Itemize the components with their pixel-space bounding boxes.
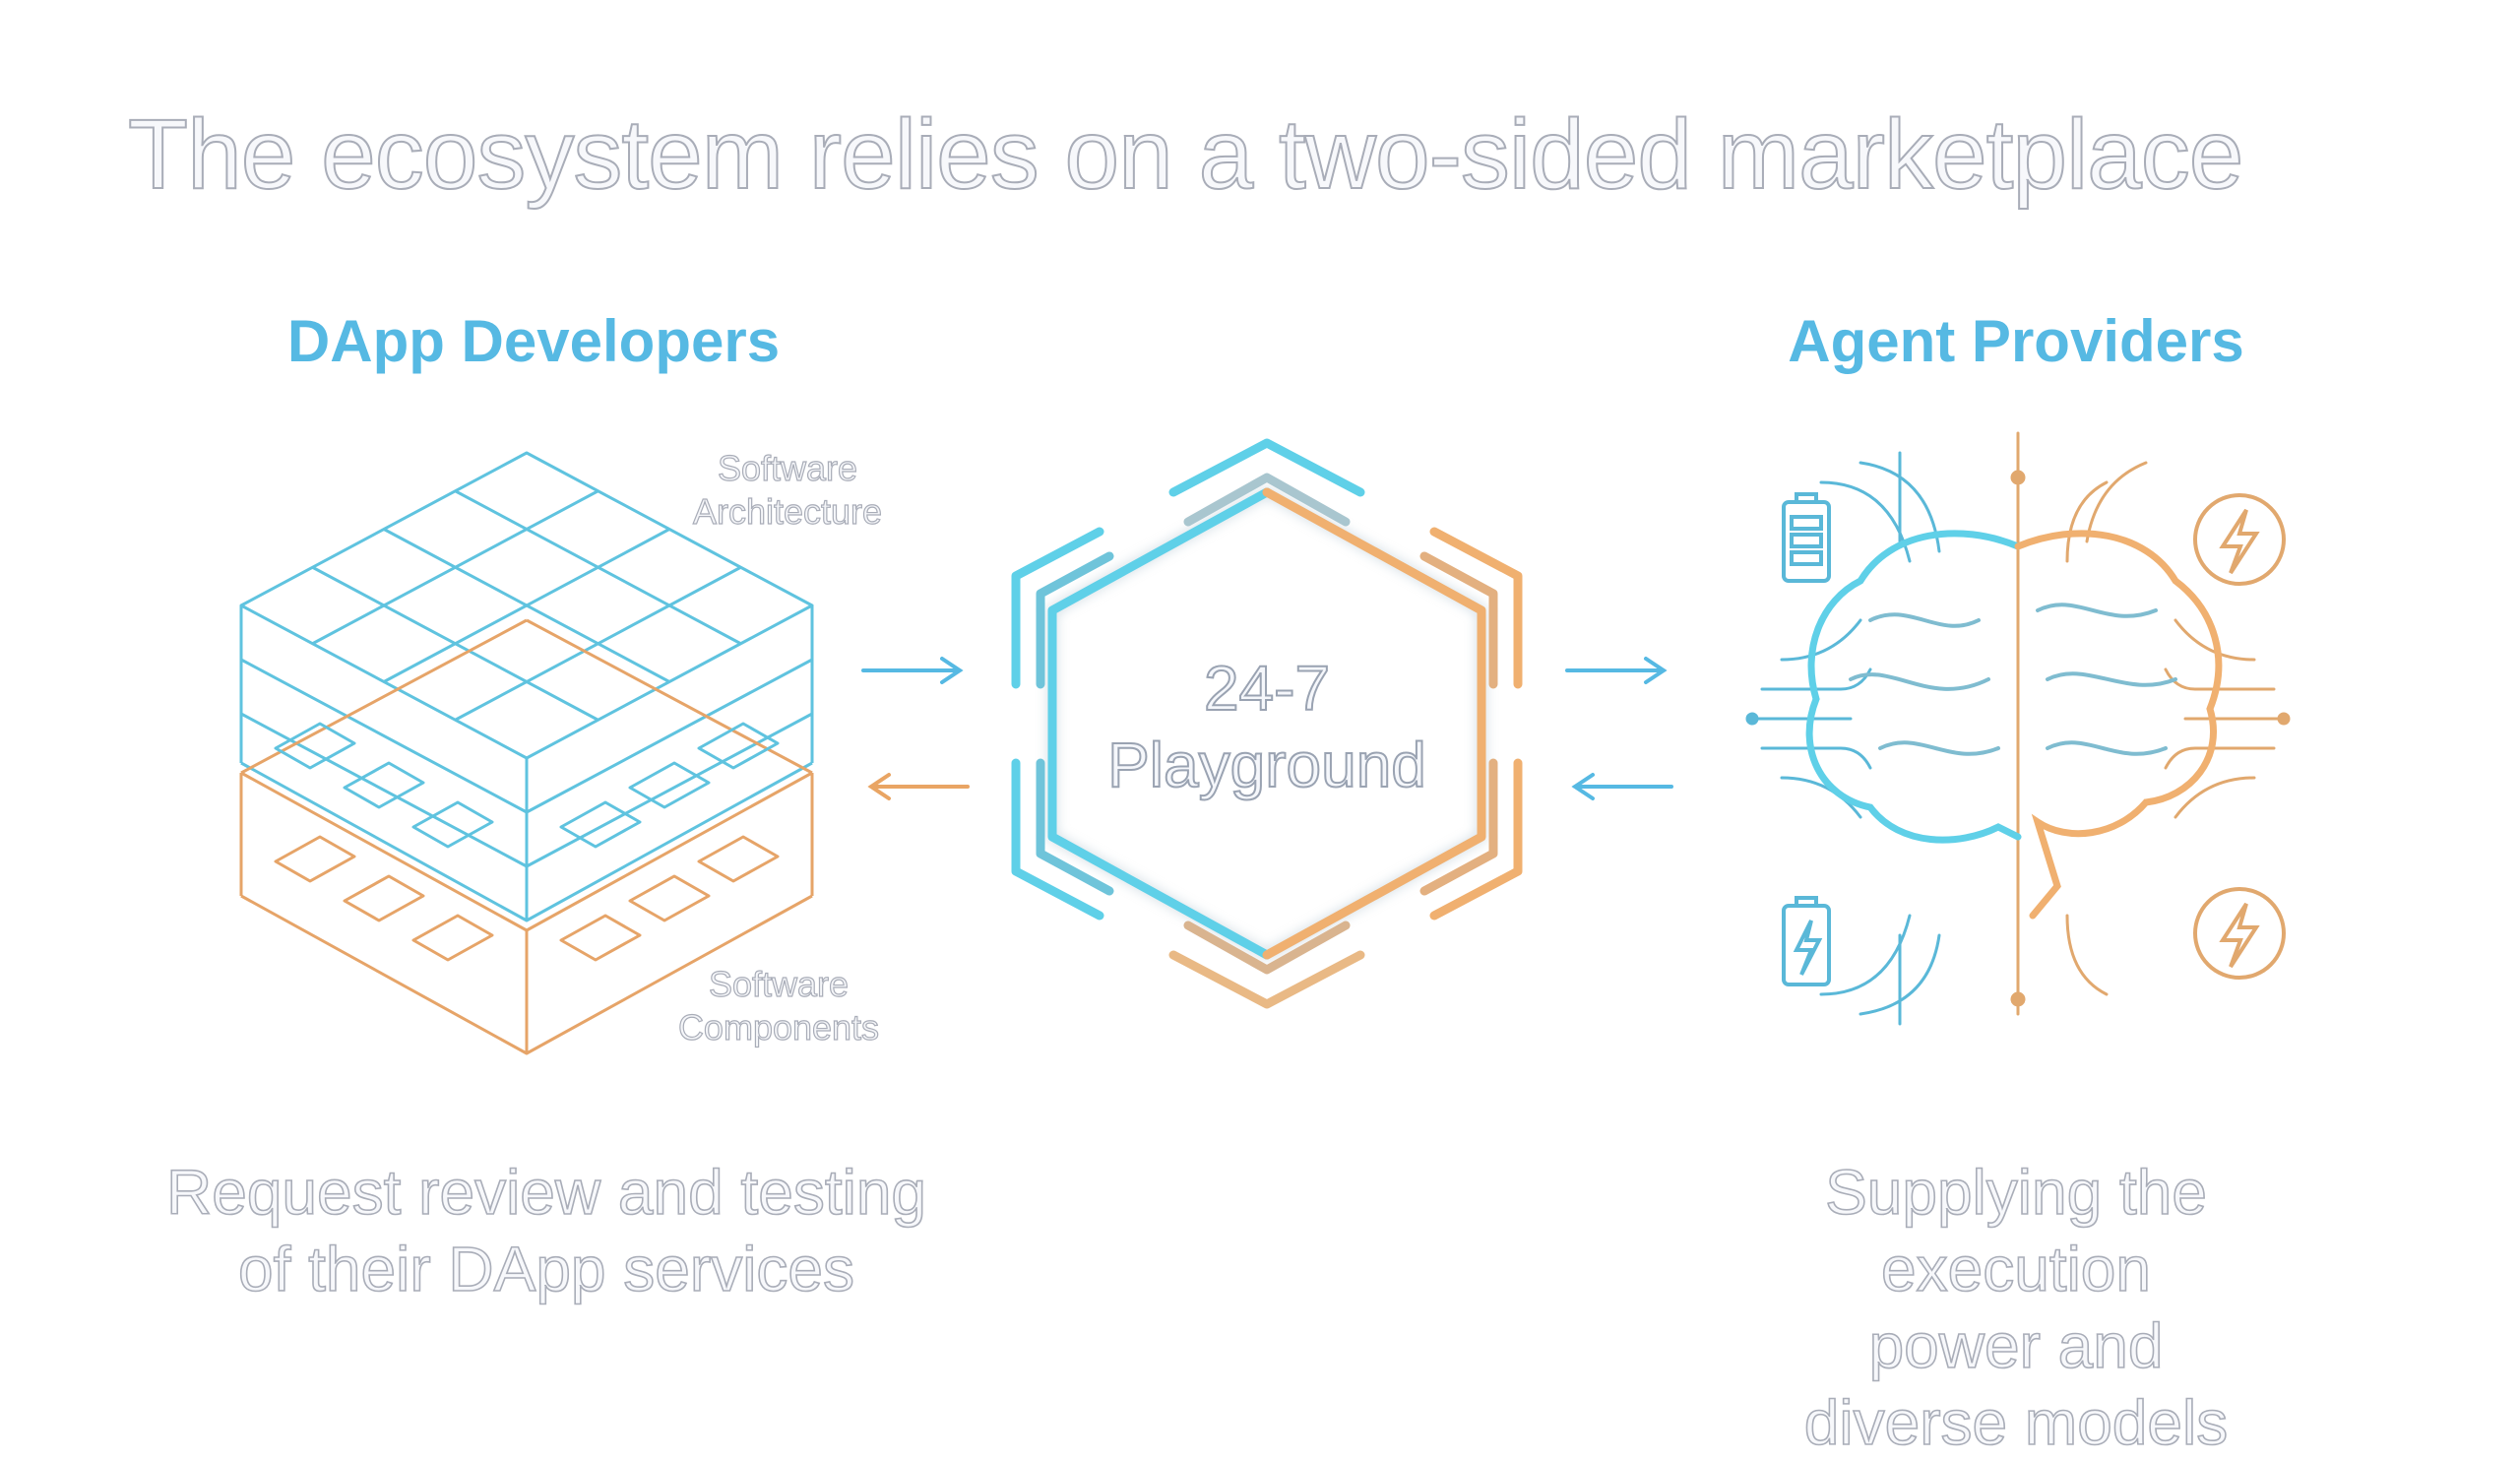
charging-battery-icon xyxy=(1782,896,1831,986)
label-line: Components xyxy=(677,1006,880,1048)
label-line: Architecture xyxy=(692,490,883,532)
arrow-left-icon xyxy=(1571,773,1673,800)
caption-line: Supplying the execution xyxy=(1824,1156,2207,1305)
dapp-developers-heading: DApp Developers xyxy=(286,308,781,374)
battery-icon xyxy=(1782,492,1831,583)
arrow-right-icon xyxy=(1565,657,1668,684)
software-architecture-label: Software Architecture xyxy=(692,447,883,534)
cube-grid-line xyxy=(311,565,599,722)
dapp-developers-caption: Request review and testing of their DApp… xyxy=(165,1154,927,1307)
page-title: The ecosystem relies on a two-sided mark… xyxy=(127,98,2244,211)
hexagon-icon xyxy=(1011,438,1523,1009)
cube-grid-line xyxy=(383,528,670,683)
agent-providers-heading: Agent Providers xyxy=(1788,308,2244,374)
caption-line: of their DApp services xyxy=(237,1233,855,1305)
cube-grid-line xyxy=(454,565,742,722)
caption-line: power and diverse models xyxy=(1803,1309,2229,1459)
software-components-label: Software Components xyxy=(677,963,880,1049)
brain-circuit-icon xyxy=(1745,431,2291,1026)
label-line: Software xyxy=(708,963,850,1004)
arrow-right-icon xyxy=(861,657,964,684)
arrow-left-icon xyxy=(867,773,970,800)
caption-line: Request review and testing xyxy=(165,1156,927,1229)
layered-cube-icon xyxy=(239,451,814,1055)
label-line: Software xyxy=(717,447,858,488)
lightning-bolt-icon xyxy=(2193,493,2286,980)
agent-providers-caption: Supplying the execution power and divers… xyxy=(1764,1154,2268,1461)
playground-line2: Playground xyxy=(1106,729,1427,801)
playground-line1: 24-7 xyxy=(1203,652,1331,725)
